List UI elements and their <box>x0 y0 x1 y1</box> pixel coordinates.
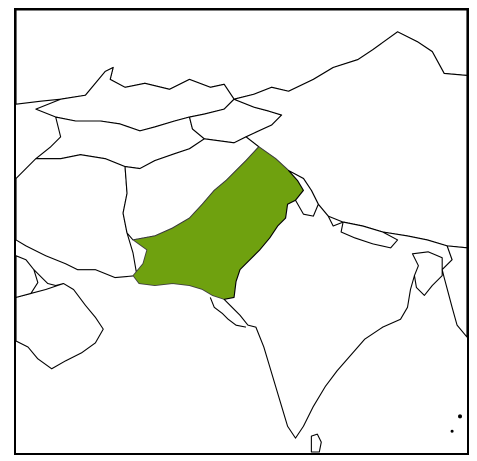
iran-region <box>16 154 138 279</box>
myanmar-region <box>441 245 467 338</box>
kashmir-region <box>288 170 319 217</box>
map-frame <box>14 8 469 455</box>
india-region <box>223 189 453 439</box>
nepal-region <box>340 221 399 249</box>
island-marker <box>450 429 454 433</box>
gujarat-coast <box>209 297 247 328</box>
island-marker <box>458 414 463 419</box>
bangladesh-region <box>411 251 443 296</box>
oman-region <box>16 282 104 370</box>
south-asia-map[interactable] <box>16 10 467 453</box>
arabia-region <box>16 255 39 298</box>
sri-lanka-region <box>310 433 322 453</box>
persian-gulf-coast <box>33 269 64 287</box>
